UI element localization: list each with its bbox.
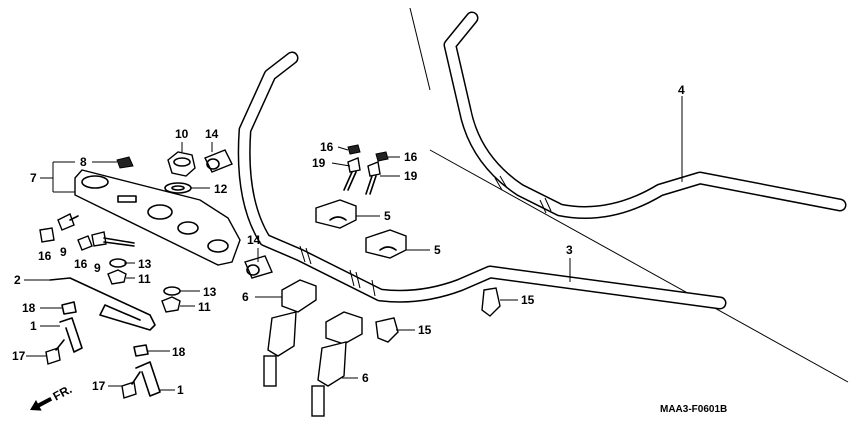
washer-13-a[interactable] [109,258,127,268]
callout-7: 7 [30,171,37,185]
clip-1-a[interactable] [59,317,83,353]
callout-18-a: 18 [22,301,36,315]
callout-17-a: 17 [12,349,26,363]
callout-15-b: 15 [521,293,535,307]
callout-9-a: 9 [60,245,67,259]
bolt-9-left-a[interactable] [57,213,79,231]
callout-16-c: 16 [320,140,334,154]
leader-lines [24,96,683,391]
callout-4: 4 [678,83,685,97]
callout-14-lower: 14 [247,233,261,247]
nut-10[interactable] [167,151,196,177]
holder-5-b[interactable] [365,229,407,259]
bolt-19-a[interactable] [343,157,361,191]
cap-16-upper-a[interactable] [347,144,361,155]
callout-11-a: 11 [138,272,151,286]
cap-16-left-a[interactable] [39,227,55,243]
callout-5-a: 5 [384,209,391,223]
callout-3: 3 [566,243,573,257]
top-bridge[interactable] [74,169,241,266]
cap-16-upper-b[interactable] [375,151,389,162]
washer-18-a[interactable] [61,301,77,315]
clamp-14-upper[interactable] [204,149,233,173]
wire-2[interactable] [49,277,156,331]
callout-5-b: 5 [434,243,441,257]
clip-15-b[interactable] [481,287,501,317]
front-label: FR. [51,382,75,403]
callout-16-d: 16 [404,150,418,164]
callout-13-a: 13 [138,257,152,271]
nut-11-a[interactable] [107,269,127,285]
callouts: 7 8 10 14 12 16 9 16 9 13 11 13 11 2 18 … [12,83,685,397]
callout-18-b: 18 [172,345,186,359]
riser-6-a[interactable] [263,279,317,387]
riser-6-b[interactable] [311,311,363,417]
callout-11-b: 11 [198,300,211,314]
bolt-9-left-b[interactable] [91,231,135,247]
bolt-19-b[interactable] [365,161,381,195]
handlebar-3[interactable] [237,51,727,310]
callout-19-a: 19 [312,156,326,170]
callout-16-a: 16 [38,249,52,263]
callout-19-b: 19 [404,169,418,183]
callout-9-b: 9 [94,261,101,275]
clamp-14-lower[interactable] [244,255,273,279]
bolt-17-a[interactable] [45,339,65,365]
front-arrow: FR. [30,382,75,411]
callout-6-b: 6 [362,371,369,385]
front-arrow-icon [30,396,53,411]
callout-10: 10 [175,127,189,141]
callout-1-b: 1 [177,383,184,397]
washer-13-b[interactable] [163,286,181,296]
callout-14-upper: 14 [205,127,219,141]
callout-16-b: 16 [74,257,88,271]
clip-15-a[interactable] [375,317,399,343]
holder-5-a[interactable] [315,199,357,229]
callout-1-a: 1 [30,319,37,333]
callout-6-a: 6 [242,290,249,304]
nut-11-b[interactable] [161,296,181,313]
washer-18-b[interactable] [133,344,149,357]
callout-2: 2 [14,273,21,287]
cap-16-left-b[interactable] [77,235,93,251]
cap-8[interactable] [116,156,134,169]
callout-17-b: 17 [92,379,106,393]
handlebar-4[interactable] [443,11,847,219]
callout-15-a: 15 [418,323,432,337]
clip-1-b[interactable] [135,361,161,397]
callout-12: 12 [214,182,228,196]
callout-8: 8 [80,155,87,169]
washer-12[interactable] [164,182,192,194]
bolt-17-b[interactable] [121,371,141,399]
diagram-code: MAA3-F0601B [660,404,727,415]
panel-frame [409,7,849,383]
callout-13-b: 13 [203,285,217,299]
